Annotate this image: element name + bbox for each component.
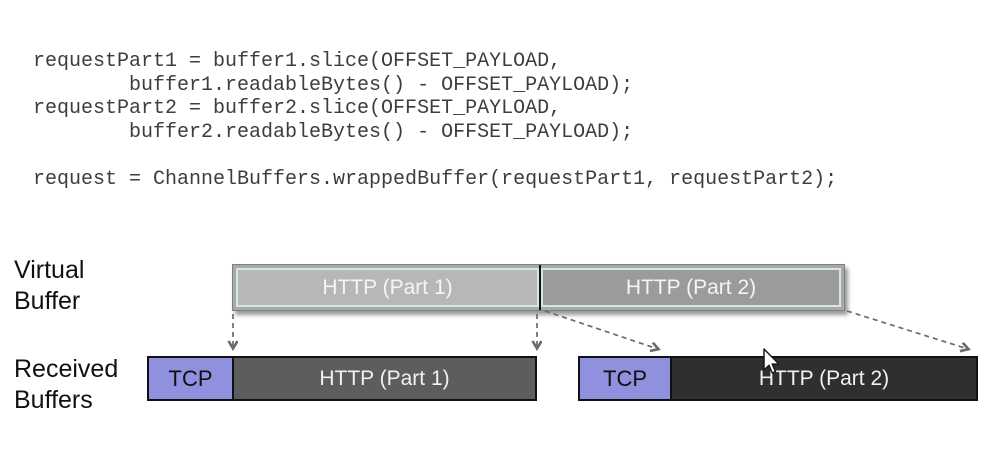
tcp-segment: TCP: [149, 358, 234, 399]
segment-label: HTTP (Part 2): [625, 275, 757, 299]
virtual-buffer-bar: HTTP (Part 1) HTTP (Part 2): [232, 264, 845, 311]
http-part2-segment: HTTP (Part 2): [672, 358, 976, 399]
code-block: requestPart1 = buffer1.slice(OFFSET_PAYL…: [33, 50, 837, 191]
received-buffer-2: TCP HTTP (Part 2): [578, 356, 978, 401]
code-line: request = ChannelBuffers.wrappedBuffer(r…: [33, 167, 838, 191]
http-part1-segment: HTTP (Part 1): [234, 358, 535, 399]
segment-label: HTTP (Part 1): [322, 275, 453, 299]
received-buffer-1: TCP HTTP (Part 1): [147, 356, 537, 401]
tcp-segment: TCP: [580, 358, 672, 399]
payload-label: HTTP (Part 1): [319, 366, 450, 390]
virtual-segment-http-part2: HTTP (Part 2): [541, 268, 841, 307]
segment-divider: [539, 265, 541, 310]
virtual-buffer-label: Virtual Buffer: [14, 256, 85, 315]
payload-label: HTTP (Part 2): [758, 366, 890, 390]
tcp-label: TCP: [603, 365, 647, 391]
code-line: [33, 144, 837, 168]
received-buffers-label: Received Buffers: [14, 355, 119, 414]
virtual-segment-http-part1: HTTP (Part 1): [236, 268, 539, 307]
tcp-label: TCP: [168, 365, 213, 391]
code-line: requestPart2 = buffer2.slice(OFFSET_PAYL…: [33, 97, 562, 120]
dashed-arrow-part2-end: [846, 310, 968, 349]
dashed-arrow-part2-start: [544, 310, 658, 349]
code-line: buffer2.readableBytes() - OFFSET_PAYLOAD…: [33, 120, 634, 144]
code-line: buffer1.readableBytes() - OFFSET_PAYLOAD…: [33, 73, 634, 97]
code-line: requestPart1 = buffer1.slice(OFFSET_PAYL…: [33, 50, 562, 73]
